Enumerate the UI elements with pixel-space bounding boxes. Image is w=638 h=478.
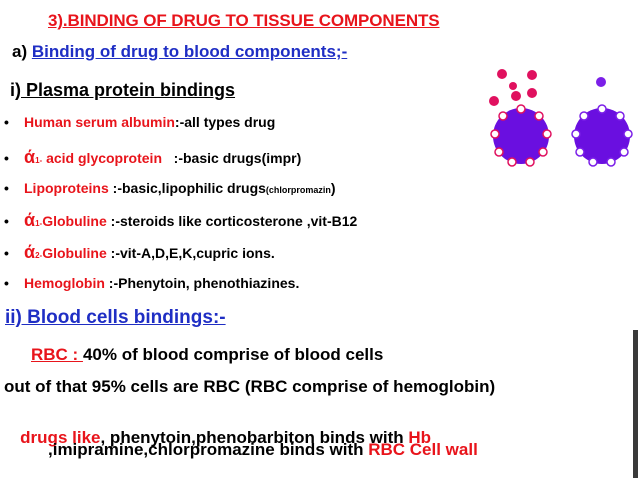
bullet-text: :-Phenytoin, phenothiazines. (104, 275, 300, 291)
bullet-item: • Lipoproteins :-basic,lipophilic drugs(c… (4, 180, 336, 196)
bullet-item: • ά1-Globuline :-steroids like corticoste… (4, 210, 357, 231)
bullet-name: Lipoproteins (24, 180, 109, 196)
bullet-name: Globuline (42, 213, 107, 229)
section-i-prefix: i) (10, 80, 21, 100)
bullet-greek: ά (24, 242, 36, 262)
bullet-marker: • (4, 114, 9, 130)
bullet-text: :-basic,lipophilic drugs (108, 180, 266, 196)
bullet-item: • Hemoglobin :-Phenytoin, phenothiazines. (4, 275, 299, 291)
drugs-like-text: , phenytoin,phenobarbiton binds with (100, 428, 409, 447)
bullet-name: Human serum albumin (24, 114, 175, 130)
bullet-tail: ) (330, 180, 336, 196)
bullet-marker: • (4, 245, 9, 261)
section-a-heading: a) Binding of drug to blood components;- (12, 42, 347, 62)
rbc-text: 40% of blood comprise of blood cells (82, 345, 384, 364)
bullet-item: • ά1- acid glycoprotein :-basic drugs(imp… (4, 147, 301, 168)
bullet-greek: ά (24, 210, 36, 230)
bullet-sub: 2- (35, 251, 43, 260)
bullet-item: • ά2-Globuline :-vit-A,D,E,K,cupric ions. (4, 242, 275, 263)
free-drug-dot (489, 96, 499, 106)
bullet-marker: • (4, 275, 9, 291)
free-drug-dot (497, 69, 507, 79)
bullet-text: :-basic drugs(impr) (162, 150, 302, 166)
free-drug-dot (527, 88, 537, 98)
free-drug-dot (509, 82, 517, 90)
bullet-name: Hemoglobin (24, 275, 105, 291)
bullet-text: :-all types drug (174, 114, 276, 130)
free-drug-dot (527, 70, 537, 80)
imipramine-text: ,imipramine,chlorpromazine binds with (48, 440, 369, 459)
section-i-text: Plasma protein bindings (21, 80, 236, 100)
bullet-item: • Human serum albumin:-all types drug (4, 114, 275, 130)
free-drug-dot (511, 91, 521, 101)
drugs-like-label: drugs like (15, 428, 101, 447)
bullet-sub: 1- (35, 156, 43, 165)
blood-cell-with-bound-drug (571, 104, 633, 167)
rbc-line: RBC : 40% of blood comprise of blood cel… (31, 345, 383, 365)
bullet-greek: ά (24, 147, 36, 167)
section-a-text: Binding of drug to blood components;- (31, 42, 348, 61)
imipramine-line: ,imipramine,chlorpromazine binds with RB… (48, 440, 478, 460)
blood-cell-with-bound-drug (490, 104, 552, 167)
rbc-percent-line: out of that 95% cells are RBC (RBC compr… (4, 377, 496, 396)
rbc-label: RBC : (31, 345, 83, 364)
bullet-text: :-steroids like corticosterone ,vit-B12 (106, 213, 358, 229)
bullet-small: (chlorpromazin (265, 185, 331, 195)
slide-title: 3).BINDING OF DRUG TO TISSUE COMPONENTS (48, 11, 440, 30)
drug-binding-illustration (489, 69, 633, 167)
hb-label: Hb (408, 428, 432, 447)
bullet-marker: • (4, 213, 9, 229)
slide-edge-bar (633, 330, 638, 478)
bullet-marker: • (4, 150, 9, 166)
drugs-like-line: drugs like, phenytoin,phenobarbiton bind… (6, 408, 431, 448)
bullet-sub: 1- (35, 219, 43, 228)
section-i-heading: i) Plasma protein bindings (10, 80, 235, 101)
bullet-name: acid glycoprotein (42, 150, 163, 166)
rbc-cell-wall-label: RBC Cell wall (368, 440, 478, 459)
bullet-text: :-vit-A,D,E,K,cupric ions. (106, 245, 275, 261)
section-ii-heading: ii) Blood cells bindings:- (5, 307, 226, 328)
section-a-prefix: a) (12, 42, 32, 61)
bullet-name: Globuline (42, 245, 107, 261)
free-drug-dot (596, 77, 606, 87)
bullet-marker: • (4, 180, 9, 196)
